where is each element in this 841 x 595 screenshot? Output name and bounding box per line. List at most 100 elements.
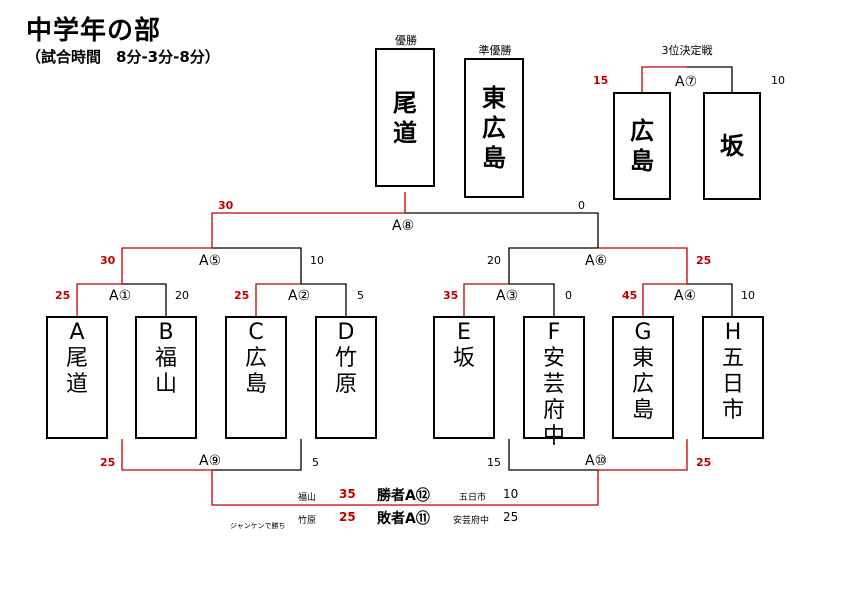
bracket-line-m6-lose	[508, 247, 598, 284]
match-label-m10: A⑩	[585, 453, 608, 469]
bracket-line-m1-win	[76, 283, 122, 316]
match-label-m2: A②	[288, 288, 311, 304]
score-m3-right: 0	[565, 289, 572, 302]
losers-match-label: 敗者A⑪	[377, 511, 430, 527]
team-name: 竹原	[334, 346, 357, 397]
score-m6-left: 20	[487, 254, 501, 267]
match-label-m5: A⑤	[199, 253, 222, 269]
team-box-a: A 尾道	[46, 316, 108, 439]
runner-up-name: 東広島	[482, 84, 506, 172]
bracket-line-m12-right	[405, 470, 599, 506]
team-letter: E	[457, 320, 471, 345]
losers-left-score: 25	[339, 510, 356, 524]
third-place-right-name: 坂	[720, 132, 744, 160]
score-m1-right: 20	[175, 289, 189, 302]
team-letter: B	[158, 320, 174, 345]
team-box-h: H 五日市	[702, 316, 764, 439]
third-place-left-name: 広島	[630, 117, 654, 175]
winners-right-team: 五日市	[459, 493, 487, 503]
team-letter: H	[724, 320, 742, 345]
team-letter: G	[634, 320, 652, 345]
third-place-right-box: 坂	[703, 92, 761, 200]
score-m2-left: 25	[234, 289, 250, 302]
bracket-line-m9-lose	[212, 439, 302, 471]
match-label-m8: A⑧	[392, 218, 415, 234]
bracket-line-m1-lose	[122, 283, 167, 316]
winners-right-score: 10	[503, 487, 519, 501]
bracket-line-m7-lose	[687, 66, 733, 92]
score-m9-left: 25	[100, 456, 116, 469]
runner-up-box: 東広島	[464, 58, 524, 198]
bracket-line-m8-win	[211, 212, 405, 248]
bracket-line-m2-lose	[301, 283, 347, 316]
match-label-m1: A①	[109, 288, 132, 304]
bracket-line-m5-lose	[212, 247, 302, 284]
bracket-line-m2-win	[255, 283, 301, 316]
losers-left-team: 竹原	[298, 516, 317, 526]
bracket-line-m9-win	[121, 439, 212, 471]
match-label-m6: A⑥	[585, 253, 608, 269]
score-m4-right: 10	[741, 289, 755, 302]
score-m5-left: 30	[100, 254, 116, 267]
team-box-d: D 竹原	[315, 316, 377, 439]
score-m1-left: 25	[55, 289, 71, 302]
bracket-line-m5-win	[121, 247, 212, 284]
score-m5-right: 10	[310, 254, 324, 267]
losers-right-score: 25	[503, 510, 519, 524]
bracket-line-m3-win	[463, 283, 509, 316]
score-m10-left: 15	[487, 456, 501, 469]
score-m10-right: 25	[696, 456, 712, 469]
team-name: 福山	[154, 346, 177, 397]
score-m6-right: 25	[696, 254, 712, 267]
score-m2-right: 5	[357, 289, 364, 302]
team-box-b: B 福山	[135, 316, 197, 439]
third-place-left-box: 広島	[613, 92, 671, 200]
winners-left-team: 福山	[298, 493, 317, 503]
match-label-m9: A⑨	[199, 453, 222, 469]
bracket-line-m4-win	[642, 283, 687, 316]
bracket-line-m4-lose	[687, 283, 733, 316]
team-name: 広島	[244, 346, 267, 397]
match-time-subtitle: （試合時間 8分-3分-8分）	[26, 48, 220, 66]
team-name: 東広島	[631, 346, 654, 423]
match-label-m4: A④	[674, 288, 697, 304]
winners-match-label: 勝者A⑫	[377, 488, 430, 504]
team-letter: F	[547, 320, 561, 345]
page-title: 中学年の部	[26, 16, 162, 46]
bracket-line-m3-lose	[509, 283, 555, 316]
bracket-line-m10-lose	[508, 439, 598, 471]
score-m3-left: 35	[443, 289, 459, 302]
janken-note: ジャンケンで勝ち	[230, 522, 286, 530]
bracket-line-m12-left	[211, 470, 405, 506]
team-box-e: E 坂	[433, 316, 495, 439]
match-label-m7: A⑦	[675, 74, 698, 90]
team-name: 安芸府中	[542, 346, 565, 449]
team-letter: D	[337, 320, 355, 345]
winners-left-score: 35	[339, 487, 356, 501]
team-name: 坂	[452, 346, 475, 371]
champion-box: 尾道	[375, 48, 435, 187]
bracket-line-m6-win	[598, 247, 688, 284]
team-box-c: C 広島	[225, 316, 287, 439]
team-name: 尾道	[65, 346, 88, 397]
bracket-line-m8-lose	[405, 212, 599, 248]
score-m8-right: 0	[578, 199, 585, 212]
team-box-f: F 安芸府中	[523, 316, 585, 449]
bracket-line-m10-win	[598, 439, 688, 471]
score-m8-left: 30	[218, 199, 234, 212]
team-box-g: G 東広島	[612, 316, 674, 439]
team-letter: A	[69, 320, 85, 345]
score-m7-right: 10	[771, 74, 785, 87]
runner-up-caption: 準優勝	[478, 44, 512, 57]
score-m9-right: 5	[312, 456, 319, 469]
champion-caption: 優勝	[395, 34, 417, 47]
losers-right-team: 安芸府中	[453, 516, 490, 526]
team-letter: C	[248, 320, 264, 345]
match-label-m3: A③	[496, 288, 519, 304]
team-name: 五日市	[721, 346, 744, 423]
champion-name: 尾道	[393, 88, 417, 147]
third-place-caption: 3位決定戦	[661, 44, 713, 57]
score-m7-left: 15	[593, 74, 609, 87]
score-m4-left: 45	[622, 289, 638, 302]
